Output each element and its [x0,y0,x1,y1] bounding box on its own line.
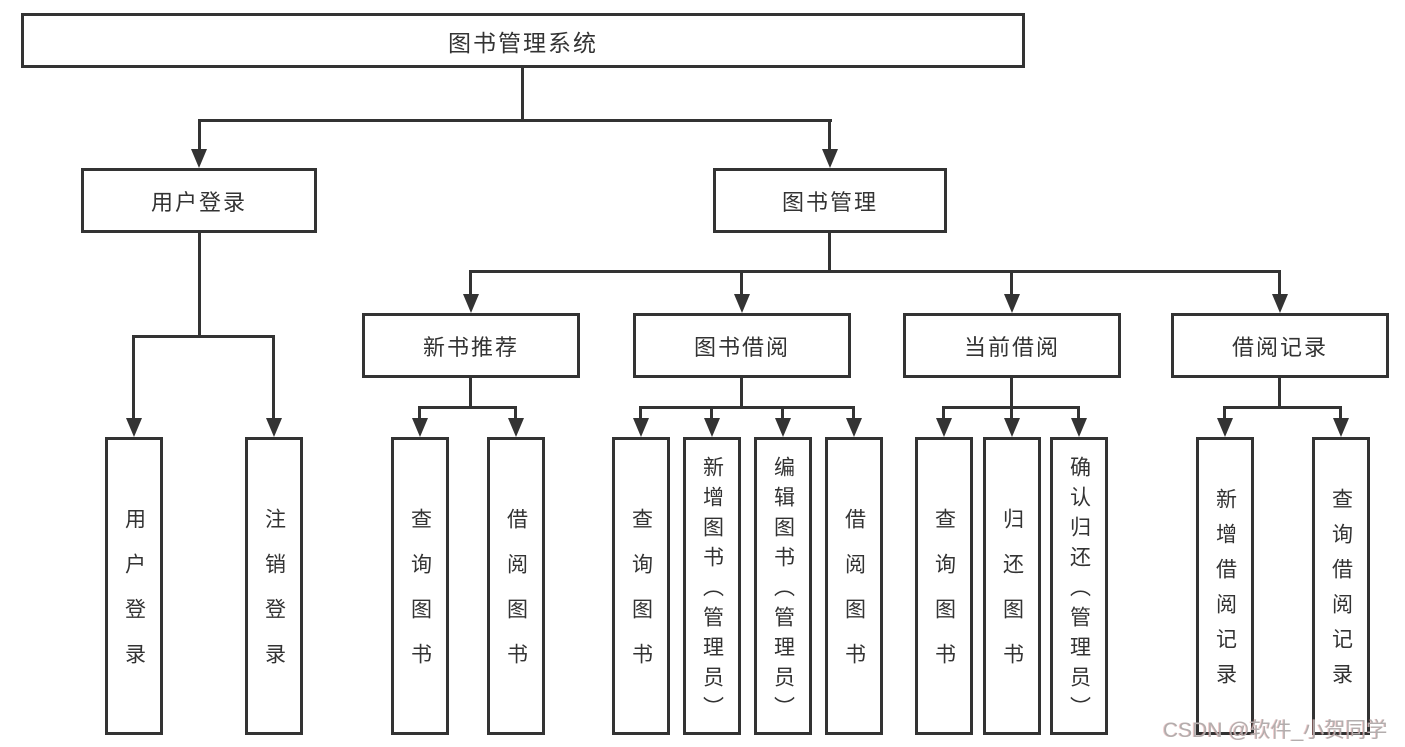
node-label-current-borrow: 当前借阅 [963,334,1060,360]
leaf-add-books-admin: 新增图书（管理员） [683,437,741,735]
connector-mgmt-drop-1 [469,270,472,296]
connector-recommend-drop-2 [514,406,517,420]
node-user-login: 用户登录 [81,168,317,233]
arrowhead-icon [508,418,524,437]
connector-borrow-bar [639,406,855,409]
connector-borrow-drop-3 [781,406,784,420]
leaf-label-query-books-current: 查询图书 [932,508,956,688]
arrowhead-icon [191,149,207,168]
arrowhead-icon [1004,418,1020,437]
node-borrow-records: 借阅记录 [1171,313,1389,378]
arrowhead-icon [412,418,428,437]
leaf-label-logout: 注销登录 [262,508,286,688]
arrowhead-icon [126,418,142,437]
connector-root-drop-left [198,119,201,151]
leaf-label-borrow-books-recommend: 借阅图书 [504,508,528,688]
leaf-label-add-borrow-record: 新增借阅记录 [1213,488,1237,698]
connector-records-bar [1223,406,1342,409]
node-library-management-system: 图书管理系统 [21,13,1025,68]
leaf-label-add-books-admin: 新增图书（管理员） [700,455,724,726]
leaf-query-borrow-record: 查询借阅记录 [1312,437,1370,735]
arrowhead-icon [936,418,952,437]
connector-borrow-drop-2 [710,406,713,420]
connector-userlogin-drop-2 [272,335,275,420]
leaf-label-query-books-borrow: 查询图书 [629,508,653,688]
leaf-query-books-recommend: 查询图书 [391,437,449,735]
leaf-edit-books-admin: 编辑图书（管理员） [754,437,812,735]
arrowhead-icon [704,418,720,437]
arrowhead-icon [822,149,838,168]
connector-current-stem [1010,378,1013,409]
connector-mgmt-drop-4 [1278,270,1281,296]
connector-records-stem [1278,378,1281,409]
connector-recommend-stem [469,378,472,409]
leaf-add-borrow-record: 新增借阅记录 [1196,437,1254,735]
node-label-new-book-recommend: 新书推荐 [422,334,519,360]
node-label-borrow-records: 借阅记录 [1231,334,1328,360]
node-book-borrow: 图书借阅 [633,313,851,378]
leaf-return-books: 归还图书 [983,437,1041,735]
leaf-borrow-books-recommend: 借阅图书 [487,437,545,735]
arrowhead-icon [1004,294,1020,313]
leaf-label-edit-books-admin: 编辑图书（管理员） [771,455,795,726]
node-label-root: 图书管理系统 [448,29,598,56]
node-new-book-recommend: 新书推荐 [362,313,580,378]
connector-root-stem [521,68,524,120]
connector-recommend-drop-1 [418,406,421,420]
leaf-query-books-current: 查询图书 [915,437,973,735]
arrowhead-icon [1217,418,1233,437]
leaf-query-books-borrow: 查询图书 [612,437,670,735]
connector-root-drop-right [828,119,831,151]
connector-userlogin-drop-1 [132,335,135,420]
connector-borrow-drop-1 [639,406,642,420]
leaf-borrow-books: 借阅图书 [825,437,883,735]
leaf-label-confirm-return-admin: 确认归还（管理员） [1067,455,1091,726]
leaf-label-user-login: 用户登录 [122,508,146,688]
leaf-label-query-borrow-record: 查询借阅记录 [1329,488,1353,698]
connector-borrow-stem [740,378,743,409]
node-label-user-login: 用户登录 [150,189,247,215]
leaf-label-return-books: 归还图书 [1000,508,1024,688]
connector-records-drop-1 [1223,406,1226,420]
arrowhead-icon [463,294,479,313]
arrowhead-icon [1071,418,1087,437]
connector-mgmt-bar [469,270,1281,273]
connector-recommend-bar [418,406,517,409]
leaf-label-query-books-recommend: 查询图书 [408,508,432,688]
node-book-management: 图书管理 [713,168,947,233]
leaf-logout: 注销登录 [245,437,303,735]
arrowhead-icon [266,418,282,437]
arrowhead-icon [775,418,791,437]
node-label-book-borrow: 图书借阅 [693,334,790,360]
arrowhead-icon [846,418,862,437]
watermark: CSDN @软件_小贺同学 [1163,719,1388,742]
node-current-borrow: 当前借阅 [903,313,1121,378]
arrowhead-icon [734,294,750,313]
connector-root-bar [198,119,832,122]
connector-current-drop-2 [1010,406,1013,420]
connector-current-drop-3 [1077,406,1080,420]
connector-current-drop-1 [942,406,945,420]
connector-userlogin-stem [198,233,201,337]
arrowhead-icon [633,418,649,437]
connector-mgmt-drop-3 [1010,270,1013,296]
arrowhead-icon [1272,294,1288,313]
connector-mgmt-drop-2 [740,270,743,296]
connector-userlogin-bar [132,335,275,338]
connector-mgmt-stem [828,233,831,272]
arrowhead-icon [1333,418,1349,437]
node-label-book-management: 图书管理 [781,189,878,215]
connector-records-drop-2 [1339,406,1342,420]
leaf-user-login: 用户登录 [105,437,163,735]
leaf-confirm-return-admin: 确认归还（管理员） [1050,437,1108,735]
leaf-label-borrow-books: 借阅图书 [842,508,866,688]
connector-borrow-drop-4 [852,406,855,420]
